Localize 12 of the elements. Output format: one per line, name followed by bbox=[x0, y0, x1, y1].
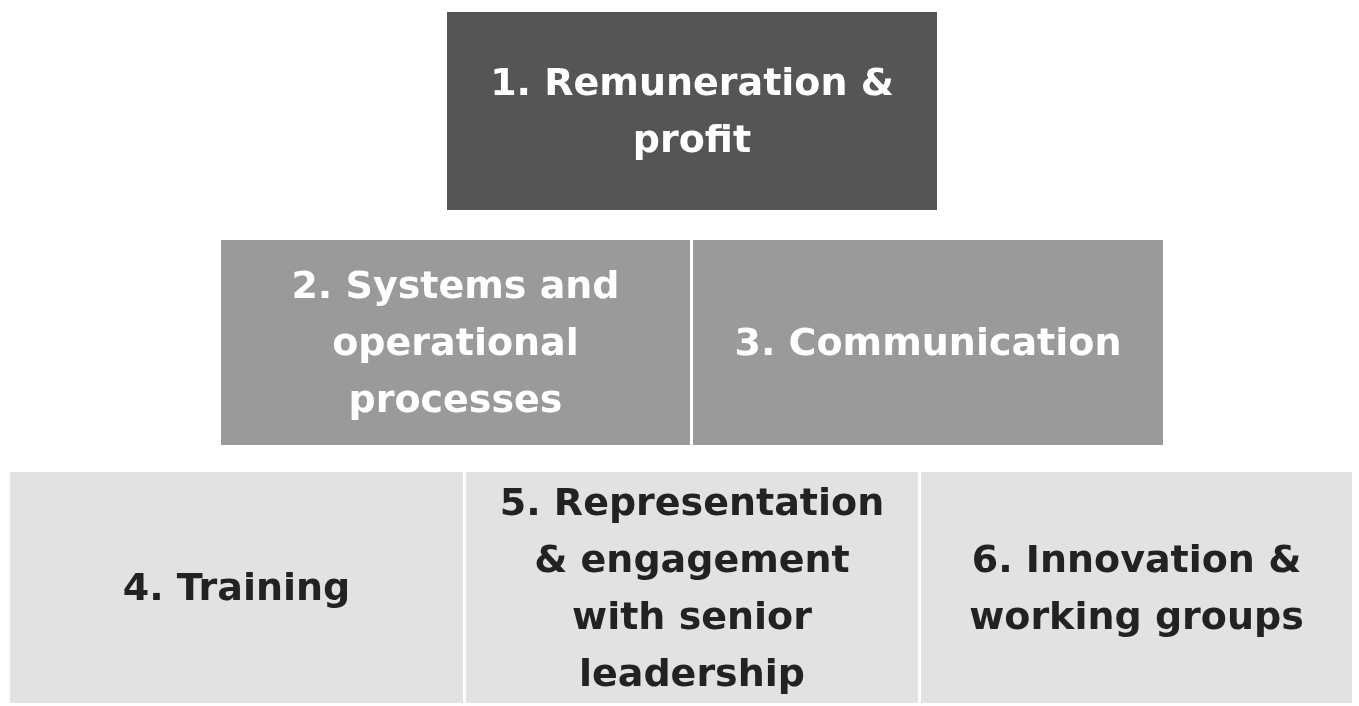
block-label: 2. Systems and operational processes bbox=[290, 262, 621, 423]
pyramid-block bbox=[447, 12, 937, 210]
pyramid-block bbox=[10, 472, 463, 703]
pyramid-block bbox=[466, 472, 918, 703]
block-label: 3. Communication bbox=[734, 319, 1122, 366]
block-label: 4. Training bbox=[122, 564, 351, 611]
block-label: 6. Innovation & working groups bbox=[968, 535, 1305, 640]
block-label: 5. Representation & engagement with senior leadership bbox=[498, 478, 886, 697]
block-label: 1. Remuneration & profit bbox=[489, 59, 895, 163]
pyramid-block bbox=[921, 472, 1352, 703]
pyramid-block bbox=[693, 240, 1163, 445]
pyramid-block bbox=[221, 240, 690, 445]
